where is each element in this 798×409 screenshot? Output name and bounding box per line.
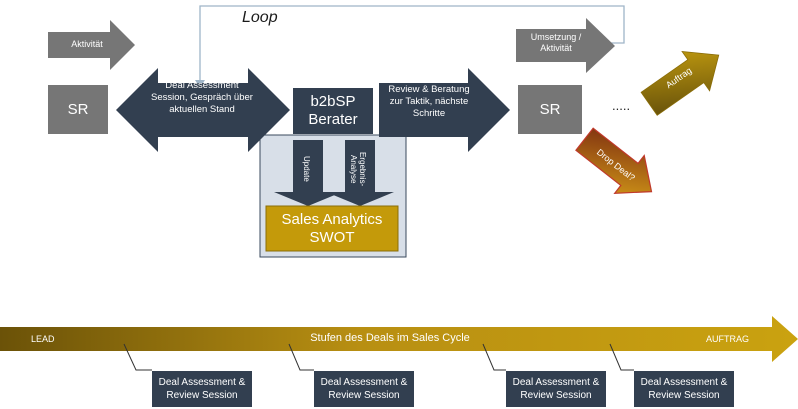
session-connector-1	[123, 343, 152, 371]
update-label: Update	[302, 156, 311, 182]
review-arrow	[379, 68, 510, 152]
umsetzung-label: Umsetzung / Aktivität	[530, 32, 582, 53]
session-box-1: Deal Assessment & Review Session	[152, 371, 252, 407]
session-box-3: Deal Assessment & Review Session	[506, 371, 606, 407]
timeline-end-label: AUFTRAG	[706, 334, 750, 344]
berater-box	[293, 88, 373, 134]
sr-right-box	[518, 85, 582, 134]
sales-analytics-box	[265, 205, 399, 252]
deal-assessment-text: Deal Assessment Session, Gespräch über a…	[151, 80, 253, 115]
review-text: Review & Beratung zur Taktik, nächste Sc…	[388, 84, 470, 119]
ellipsis-text: .....	[612, 98, 631, 113]
session-connector-3	[482, 343, 506, 371]
timeline-start-label: LEAD	[31, 334, 55, 344]
sales-analytics-label: Sales Analytics SWOT	[281, 210, 383, 246]
ergebnis-down-arrow	[326, 140, 394, 206]
timeline-center-label: Stufen des Deals im Sales Cycle	[310, 332, 470, 344]
session-box-2: Deal Assessment & Review Session	[314, 371, 414, 407]
loop-label: Loop	[242, 9, 278, 26]
sr-left-label: SR	[67, 101, 89, 118]
berater-title: b2bSP Berater	[308, 93, 358, 128]
umsetzung-arrow	[516, 18, 615, 73]
session-box-4: Deal Assessment & Review Session	[634, 371, 734, 407]
activity-label: Aktivität	[71, 39, 103, 49]
session-connector-4	[609, 343, 634, 371]
session-connector-2	[288, 343, 314, 371]
loop-line	[199, 5, 625, 86]
timeline-arrow	[0, 316, 798, 362]
deal-assessment-double-arrow	[116, 68, 290, 152]
sr-right-label: SR	[539, 101, 561, 118]
ergebnis-label: Ergebnis- Analyse	[349, 151, 367, 187]
sr-left-box	[48, 85, 108, 134]
drop-deal-arrow	[575, 127, 653, 194]
update-down-arrow	[274, 140, 342, 206]
auftrag-arrow	[640, 50, 720, 116]
activity-arrow	[48, 20, 135, 70]
